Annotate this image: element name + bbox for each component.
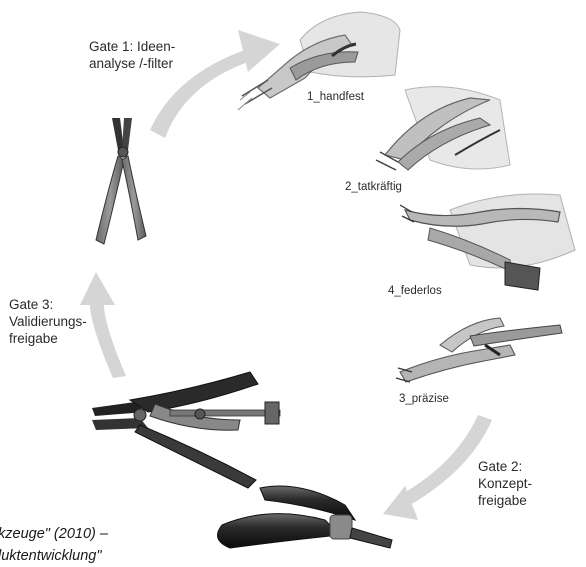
validation-tool <box>92 372 280 488</box>
concept-4-caption: 4_federlos <box>388 285 442 297</box>
sketch-federlos <box>400 194 575 290</box>
gate3-label: Gate 3: Validierungs- freigabe <box>9 296 119 347</box>
concept-3-caption: 3_präzise <box>399 393 449 405</box>
sketch-praezise <box>396 318 562 382</box>
gate2-label: Gate 2: Konzept- freigabe <box>478 458 578 509</box>
final-pliers <box>218 486 393 548</box>
footer-line-2: luktentwicklung" <box>0 548 102 564</box>
footer-line-1: kzeuge" (2010) – <box>0 526 109 542</box>
gate1-label: Gate 1: Ideen- analyse /-filter <box>89 38 239 72</box>
concept-2-caption: 2_tatkräftig <box>345 181 402 193</box>
sketch-tatkraeftig <box>376 87 510 170</box>
pliers-original <box>96 118 146 244</box>
arrow-gate2 <box>383 415 492 520</box>
concept-1-caption: 1_handfest <box>307 91 365 103</box>
